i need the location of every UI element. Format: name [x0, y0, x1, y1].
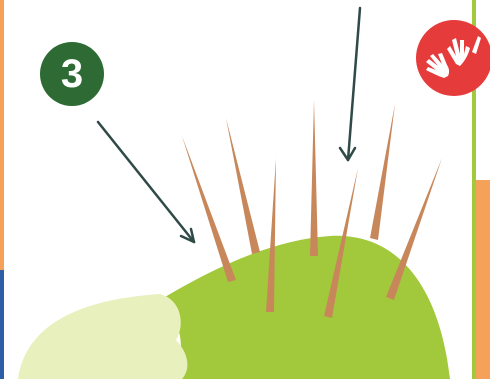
arrow-icon	[340, 8, 360, 160]
spike	[226, 118, 260, 254]
hands-logo-icon	[414, 18, 490, 98]
spike	[370, 104, 395, 240]
step-number: 3	[61, 54, 83, 94]
step-badge: 3	[40, 42, 104, 106]
light-mound	[18, 294, 187, 379]
arrow-icon	[98, 122, 194, 242]
spike	[182, 136, 236, 282]
arrows	[98, 8, 360, 242]
spike	[310, 100, 318, 256]
